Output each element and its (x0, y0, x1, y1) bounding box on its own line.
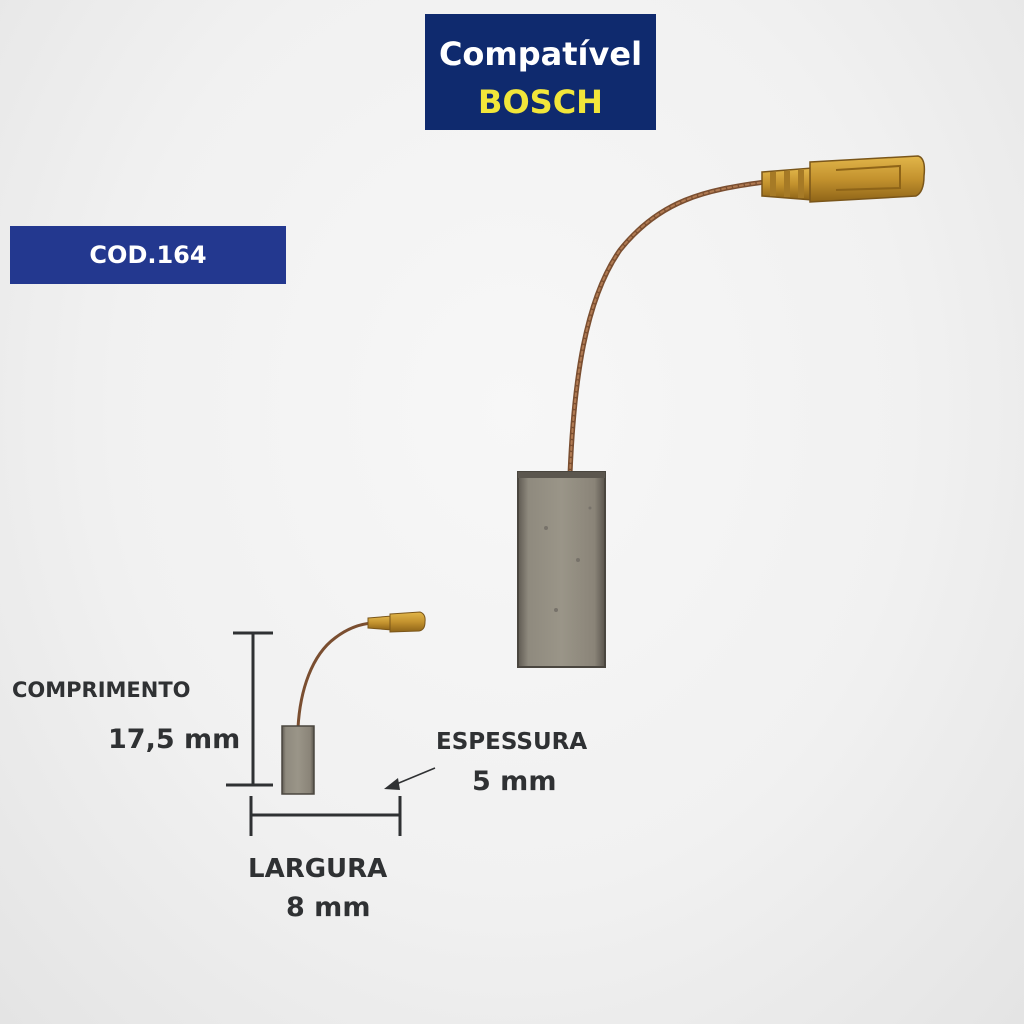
thickness-pointer-arrow (384, 767, 436, 790)
thickness-label: ESPESSURA (436, 729, 588, 755)
width-label: LARGURA (248, 854, 388, 884)
small-brush-terminal (367, 611, 426, 633)
small-brush-wire (296, 621, 374, 730)
product-code-badge: COD.164 (10, 226, 286, 284)
length-value: 17,5 mm (108, 724, 241, 755)
large-brush (517, 155, 926, 668)
large-brush-terminal (761, 155, 926, 203)
large-brush-wire (567, 179, 768, 477)
small-brush-carbon-block (281, 725, 315, 795)
brand-name: BOSCH (478, 83, 603, 121)
large-brush-carbon-block (517, 471, 606, 668)
width-dimension-line (249, 796, 402, 836)
length-label: COMPRIMENTO (12, 678, 191, 702)
length-dimension-line (226, 631, 273, 787)
compatibility-banner: Compatível BOSCH (425, 14, 656, 130)
width-value: 8 mm (286, 892, 371, 923)
thickness-value: 5 mm (472, 766, 557, 797)
compatibility-label: Compatível (438, 35, 643, 73)
small-brush (281, 611, 426, 795)
